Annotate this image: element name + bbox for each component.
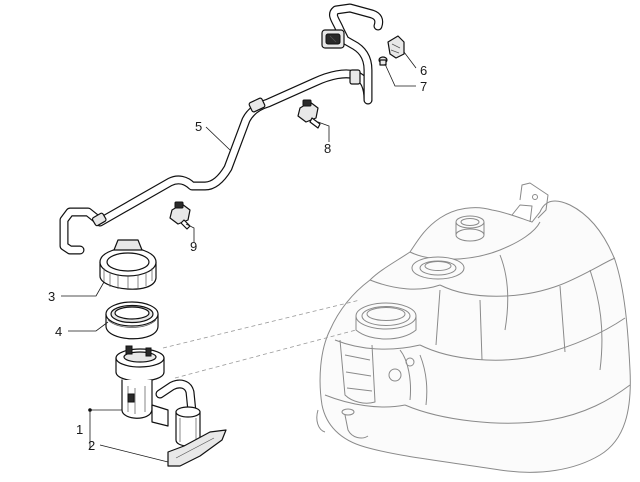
part-2-shield bbox=[167, 429, 227, 467]
alignment-line-2 bbox=[174, 329, 357, 379]
callout-5: 5 bbox=[195, 119, 202, 134]
callout-labels: 1 2 3 4 5 6 7 8 9 bbox=[48, 63, 427, 453]
callout-6: 6 bbox=[420, 63, 427, 78]
fuel-tank bbox=[316, 182, 631, 473]
fuel-hose bbox=[59, 3, 384, 255]
leader-lines bbox=[61, 51, 417, 463]
callout-9: 9 bbox=[190, 239, 197, 254]
part-9-valve bbox=[169, 201, 191, 230]
callout-3: 3 bbox=[48, 289, 55, 304]
callout-7: 7 bbox=[420, 79, 427, 94]
callout-1: 1 bbox=[76, 422, 83, 437]
part-7-plug bbox=[378, 56, 388, 66]
callout-4: 4 bbox=[55, 324, 62, 339]
part-3-lock-ring bbox=[99, 239, 157, 290]
part-1-fuel-pump bbox=[115, 345, 201, 447]
quick-connector bbox=[321, 29, 345, 49]
callout-8: 8 bbox=[324, 141, 331, 156]
callout-2: 2 bbox=[88, 438, 95, 453]
part-4-seal-ring bbox=[105, 301, 159, 340]
alignment-line bbox=[162, 299, 361, 349]
part-8-valve bbox=[297, 99, 321, 129]
part-6-clip bbox=[387, 35, 405, 59]
